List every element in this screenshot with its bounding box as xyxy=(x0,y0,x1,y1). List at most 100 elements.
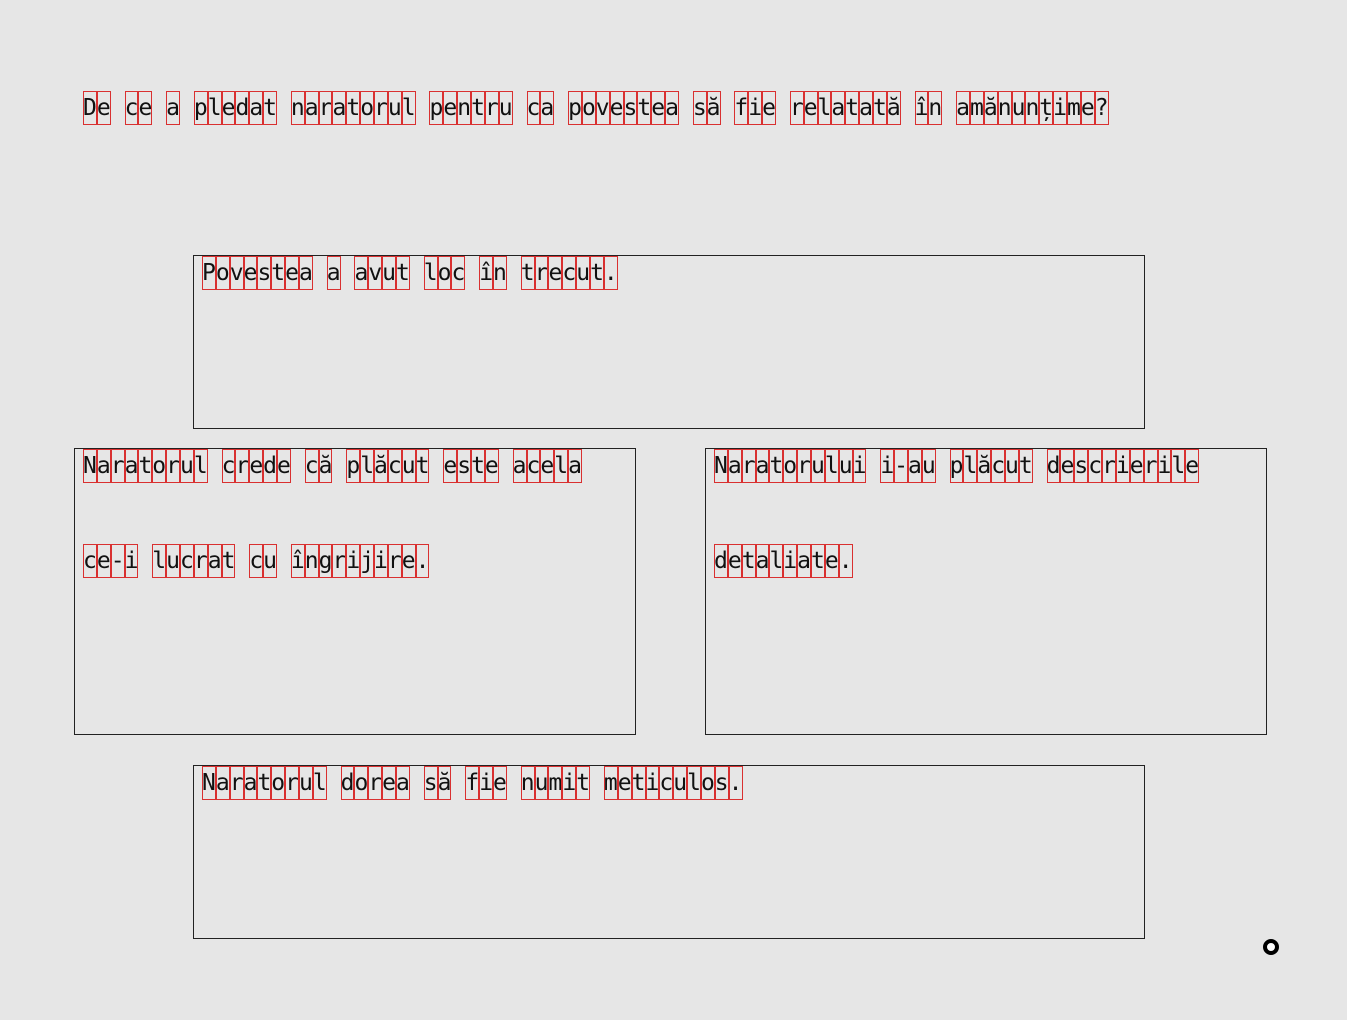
char-box: l xyxy=(554,449,569,483)
word-gap xyxy=(507,256,521,290)
char-box: e xyxy=(401,544,416,578)
char-box: p xyxy=(949,449,964,483)
char-box: d xyxy=(340,766,355,800)
char-box: . xyxy=(415,544,430,578)
char-box: v xyxy=(368,256,383,290)
char-box: r xyxy=(318,91,333,125)
word-gap xyxy=(152,91,166,125)
char-box: g xyxy=(318,544,333,578)
char-box: d xyxy=(235,91,250,125)
word: avut xyxy=(354,256,410,290)
word: povestea xyxy=(568,91,679,125)
char-box: n xyxy=(290,91,305,125)
char-box: o xyxy=(152,449,167,483)
char-box: r xyxy=(741,449,756,483)
char-box: e xyxy=(1129,449,1144,483)
char-box: l xyxy=(401,91,416,125)
char-box: t xyxy=(631,766,646,800)
char-box: c xyxy=(124,91,139,125)
char-box: o xyxy=(700,766,715,800)
char-box: e xyxy=(824,544,839,578)
word: că xyxy=(304,449,333,483)
char-box: l xyxy=(769,544,784,578)
char-box: - xyxy=(894,449,909,483)
char-box: r xyxy=(235,449,250,483)
word: naratorul xyxy=(290,91,416,125)
answer-option-2[interactable]: Naratorul crede că plăcut este acela ce-… xyxy=(74,448,636,735)
char-box: o xyxy=(215,256,230,290)
char-box: o xyxy=(360,91,375,125)
char-box: t xyxy=(520,256,535,290)
char-box: e xyxy=(493,766,507,800)
word-gap xyxy=(942,91,956,125)
char-box: n xyxy=(1025,91,1040,125)
char-box: i xyxy=(1053,91,1068,125)
char-box: a xyxy=(124,449,139,483)
char-box: t xyxy=(263,91,278,125)
char-box: u xyxy=(382,256,397,290)
word: dorea xyxy=(340,766,410,800)
word: plăcut xyxy=(346,449,430,483)
char-box: t xyxy=(138,449,153,483)
char-box: p xyxy=(568,91,582,125)
char-box: a xyxy=(755,449,770,483)
word-gap xyxy=(507,766,521,800)
answer-option-4[interactable]: Naratorul dorea să fie numit meticulos. xyxy=(193,765,1145,939)
char-box: a xyxy=(326,256,341,290)
char-box: r xyxy=(193,544,208,578)
char-box: f xyxy=(465,766,480,800)
char-box: e xyxy=(484,449,499,483)
char-box: e xyxy=(249,449,264,483)
char-box: ă xyxy=(318,449,333,483)
char-box: r xyxy=(1102,449,1116,483)
char-box: c xyxy=(659,766,674,800)
char-box: l xyxy=(423,256,438,290)
char-box: a xyxy=(96,449,111,483)
char-box: i xyxy=(748,91,763,125)
word: loc xyxy=(423,256,466,290)
word: relatată xyxy=(789,91,901,125)
char-box: i xyxy=(346,544,361,578)
char-box: p xyxy=(346,449,361,483)
char-box: r xyxy=(797,449,812,483)
char-box: m xyxy=(548,766,563,800)
char-box: p xyxy=(193,91,208,125)
answer-option-3[interactable]: Naratorului i-au plăcut descrierile deta… xyxy=(705,448,1267,735)
word-gap xyxy=(590,766,604,800)
word: numit xyxy=(520,766,591,800)
char-box: e xyxy=(443,449,458,483)
char-box: u xyxy=(534,766,549,800)
char-box: s xyxy=(457,449,472,483)
char-box: a xyxy=(304,91,319,125)
char-box: t xyxy=(741,544,756,578)
char-box: t xyxy=(811,544,825,578)
answer-option-1[interactable]: Povestea a avut loc în trecut. xyxy=(193,255,1145,429)
word-gap xyxy=(410,256,424,290)
char-box: l xyxy=(152,544,167,578)
char-box: N xyxy=(714,449,728,483)
char-box: î xyxy=(914,91,929,125)
char-box: l xyxy=(1171,449,1186,483)
char-box: ă xyxy=(886,91,901,125)
char-box: t xyxy=(257,766,272,800)
char-box: o xyxy=(271,766,286,800)
word: fie xyxy=(465,766,507,800)
char-box: e xyxy=(803,91,818,125)
answer-option-2-text-line-2: ce-i lucrat cu îngrijire. xyxy=(83,544,430,578)
char-box: u xyxy=(576,256,591,290)
word: crede xyxy=(221,449,291,483)
char-box: e xyxy=(96,544,111,578)
char-box: a xyxy=(354,256,369,290)
word: Povestea xyxy=(202,256,313,290)
word-gap xyxy=(291,449,305,483)
word-gap xyxy=(513,91,527,125)
char-box: l xyxy=(312,766,327,800)
char-box: e xyxy=(617,766,632,800)
char-box: c xyxy=(526,449,541,483)
char-box: l xyxy=(193,449,208,483)
char-box: e xyxy=(540,449,555,483)
word-gap xyxy=(327,766,341,800)
word-gap xyxy=(554,91,568,125)
char-box: d xyxy=(263,449,278,483)
char-box: i xyxy=(124,544,139,578)
